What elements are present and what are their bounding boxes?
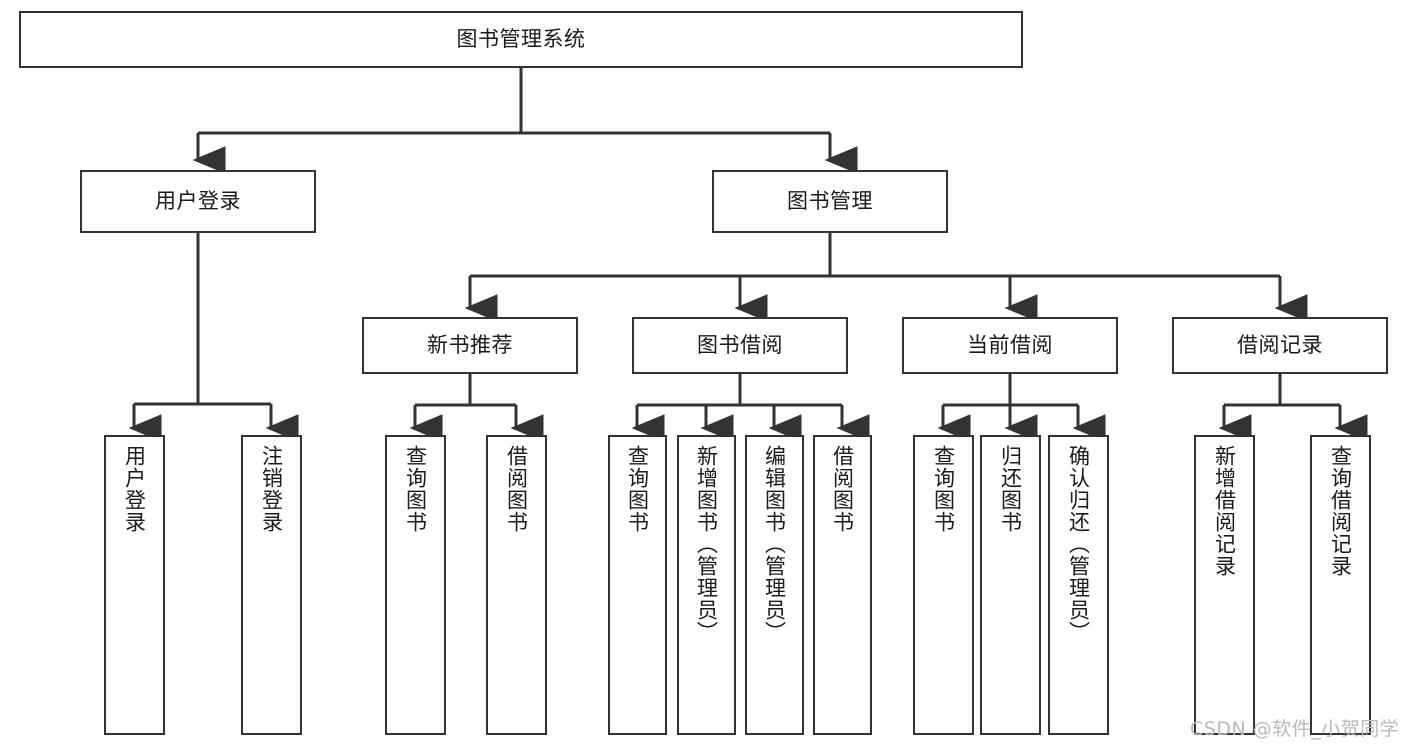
leaf-borrow-search-book[interactable]: 查询图书 [608, 435, 667, 735]
leaf-newbook-borrow-book[interactable]: 借阅图书 [486, 435, 547, 735]
leaf-user-logout[interactable]: 注销登录 [241, 435, 302, 735]
node-borrow-records[interactable]: 借阅记录 [1172, 317, 1388, 374]
node-user-login[interactable]: 用户登录 [80, 170, 316, 233]
leaf-current-confirm-return-admin[interactable]: 确认归还（管理员） [1048, 435, 1109, 735]
leaf-current-return-book[interactable]: 归还图书 [980, 435, 1041, 735]
leaf-borrow-borrow-book[interactable]: 借阅图书 [813, 435, 872, 735]
node-current-borrow[interactable]: 当前借阅 [902, 317, 1118, 374]
node-label: 编辑图书（管理员） [762, 445, 787, 643]
leaf-borrow-edit-book-admin[interactable]: 编辑图书（管理员） [745, 435, 804, 735]
node-label: 新增借阅记录 [1212, 445, 1237, 577]
leaf-user-login[interactable]: 用户登录 [104, 435, 165, 735]
node-label: 用户登录 [155, 188, 241, 213]
node-label: 借阅记录 [1237, 332, 1323, 357]
node-book-borrow[interactable]: 图书借阅 [632, 317, 848, 374]
node-book-management[interactable]: 图书管理 [712, 170, 948, 233]
node-label: 注销登录 [259, 445, 284, 533]
csdn-watermark: CSDN @软件_小贺同学 [1190, 718, 1400, 740]
node-label: 查询图书 [403, 445, 428, 533]
leaf-borrow-add-book-admin[interactable]: 新增图书（管理员） [677, 435, 736, 735]
node-label: 查询借阅记录 [1328, 445, 1353, 577]
node-label: 用户登录 [122, 445, 147, 533]
node-label: 归还图书 [998, 445, 1023, 533]
node-label: 查询图书 [625, 445, 650, 533]
node-label: 图书管理 [787, 188, 873, 213]
node-label: 借阅图书 [830, 445, 855, 533]
node-new-book-recommend[interactable]: 新书推荐 [362, 317, 578, 374]
node-label: 图书借阅 [697, 332, 783, 357]
node-label: 新增图书（管理员） [694, 445, 719, 643]
leaf-records-search-record[interactable]: 查询借阅记录 [1310, 435, 1371, 735]
node-label: 当前借阅 [967, 332, 1053, 357]
node-label: 确认归还（管理员） [1066, 445, 1091, 643]
node-root-system[interactable]: 图书管理系统 [19, 11, 1023, 68]
node-label: 图书管理系统 [456, 26, 586, 51]
leaf-newbook-search-book[interactable]: 查询图书 [385, 435, 446, 735]
leaf-current-search-book[interactable]: 查询图书 [913, 435, 974, 735]
node-label: 新书推荐 [427, 332, 513, 357]
node-label: 借阅图书 [504, 445, 529, 533]
leaf-records-add-record[interactable]: 新增借阅记录 [1194, 435, 1255, 735]
node-label: 查询图书 [931, 445, 956, 533]
